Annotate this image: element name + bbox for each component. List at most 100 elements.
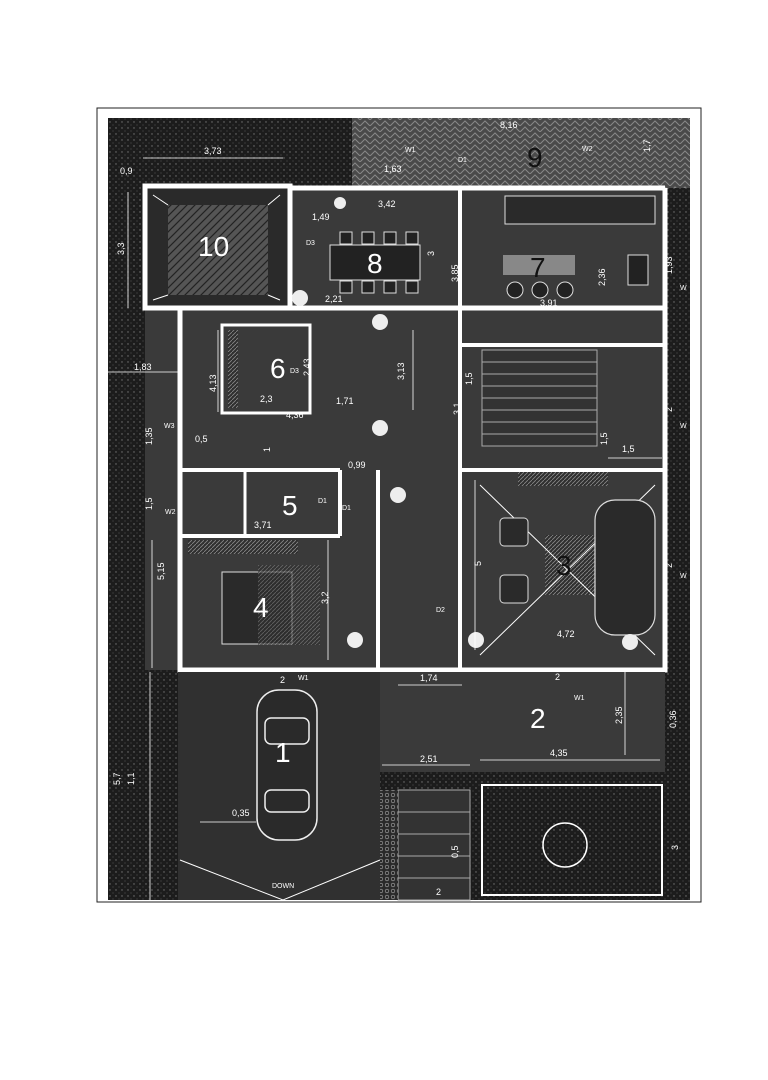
svg-text:4,36: 4,36 <box>286 410 304 420</box>
svg-text:4,35: 4,35 <box>550 748 568 758</box>
svg-text:D2: D2 <box>436 607 445 614</box>
stool-1 <box>506 281 524 299</box>
staircase <box>481 349 598 447</box>
wardrobe <box>188 540 298 554</box>
svg-text:D3: D3 <box>290 368 299 375</box>
kitchen-island <box>503 255 575 275</box>
svg-text:1,5: 1,5 <box>144 497 154 510</box>
svg-text:2,21: 2,21 <box>325 294 343 304</box>
svg-text:W: W <box>680 423 687 430</box>
svg-text:5: 5 <box>473 561 483 566</box>
svg-text:1,93: 1,93 <box>664 256 674 274</box>
room-number-4: 4 <box>253 592 269 623</box>
svg-text:3,2: 3,2 <box>320 591 330 604</box>
svg-text:0,5: 0,5 <box>195 434 208 444</box>
room-10-hatch <box>168 205 268 295</box>
svg-text:W2: W2 <box>582 146 593 153</box>
svg-text:3,3: 3,3 <box>116 242 126 255</box>
svg-text:1,5: 1,5 <box>599 432 609 445</box>
armchair-2 <box>499 574 529 604</box>
svg-text:5,15: 5,15 <box>156 562 166 580</box>
svg-text:D1: D1 <box>458 157 467 164</box>
svg-text:3,42: 3,42 <box>378 199 396 209</box>
room-number-5: 5 <box>282 490 298 521</box>
svg-text:2: 2 <box>436 887 441 897</box>
svg-text:2,43: 2,43 <box>302 358 312 376</box>
svg-text:2: 2 <box>664 563 674 568</box>
svg-text:W: W <box>680 285 687 292</box>
svg-text:0,35: 0,35 <box>232 808 250 818</box>
svg-text:1,1: 1,1 <box>126 772 136 785</box>
svg-text:D1: D1 <box>342 505 351 512</box>
svg-text:1,83: 1,83 <box>134 362 152 372</box>
svg-text:3,71: 3,71 <box>254 520 272 530</box>
stove <box>627 254 649 286</box>
svg-text:2,51: 2,51 <box>420 754 438 764</box>
room-number-10: 10 <box>198 231 229 262</box>
svg-text:W3: W3 <box>164 423 175 430</box>
kitchen-counter <box>504 195 656 225</box>
room-number-7: 7 <box>530 252 546 283</box>
svg-text:1,74: 1,74 <box>420 673 438 683</box>
svg-text:3,91: 3,91 <box>540 298 558 308</box>
sofa <box>594 499 656 636</box>
sheet-border <box>96 107 702 903</box>
svg-text:0,9: 0,9 <box>120 166 133 176</box>
svg-text:2: 2 <box>555 672 560 682</box>
svg-text:4,13: 4,13 <box>208 374 218 392</box>
svg-text:W1: W1 <box>574 695 585 702</box>
svg-text:3,13: 3,13 <box>396 362 406 380</box>
svg-text:5,7: 5,7 <box>112 772 122 785</box>
dining-table <box>329 244 421 281</box>
svg-text:3,85: 3,85 <box>450 264 460 282</box>
svg-text:3,1: 3,1 <box>452 402 462 415</box>
svg-text:2: 2 <box>280 675 285 685</box>
room-number-9: 9 <box>527 142 543 173</box>
svg-text:D1: D1 <box>318 498 327 505</box>
svg-text:W: W <box>680 573 687 580</box>
svg-text:1,5: 1,5 <box>464 372 474 385</box>
svg-text:8,16: 8,16 <box>500 120 518 130</box>
tv-unit <box>518 472 608 486</box>
svg-text:W1: W1 <box>298 675 309 682</box>
plant-icons <box>292 197 638 650</box>
dimension-texts: 8,16 1,7 3,73 0,9 1,63 3,42 1,49 3,3 3 3… <box>112 120 680 897</box>
planter-strip <box>380 790 398 900</box>
svg-text:1,5: 1,5 <box>622 444 635 454</box>
svg-text:W1: W1 <box>405 147 416 154</box>
svg-text:1,71: 1,71 <box>336 396 354 406</box>
room-number-6: 6 <box>270 353 286 384</box>
svg-text:1,49: 1,49 <box>312 212 330 222</box>
svg-text:1,7: 1,7 <box>642 139 652 152</box>
stool-3 <box>556 281 574 299</box>
svg-text:1: 1 <box>262 447 272 452</box>
bed-rug <box>258 565 320 645</box>
svg-text:1,63: 1,63 <box>384 164 402 174</box>
walls <box>177 185 668 673</box>
svg-text:4,72: 4,72 <box>557 629 575 639</box>
svg-text:2,35: 2,35 <box>614 706 624 724</box>
room-number-3: 3 <box>556 550 572 581</box>
svg-text:2,36: 2,36 <box>597 268 607 286</box>
living-rug <box>545 535 595 595</box>
svg-text:3,73: 3,73 <box>204 146 222 156</box>
svg-text:3: 3 <box>670 845 680 850</box>
svg-text:2: 2 <box>664 407 674 412</box>
svg-text:2,3: 2,3 <box>260 394 273 404</box>
dining-chairs <box>339 231 419 294</box>
svg-text:D3: D3 <box>306 240 315 247</box>
tree-icon <box>542 822 588 868</box>
svg-text:0,99: 0,99 <box>348 460 366 470</box>
room-number-8: 8 <box>367 248 383 279</box>
svg-text:0,36: 0,36 <box>668 710 678 728</box>
entry-area <box>380 672 665 772</box>
dimension-lines <box>105 157 662 900</box>
svg-text:3: 3 <box>426 251 436 256</box>
stool-2 <box>531 281 549 299</box>
svg-text:0,5: 0,5 <box>450 845 460 858</box>
ramp-lines <box>179 859 381 901</box>
steps <box>397 789 471 901</box>
armchair-1 <box>499 517 529 547</box>
opening-labels: W1 W1 W1 W2 W2 W3 W W W D1 D1 D1 D2 D3 D… <box>164 146 687 890</box>
